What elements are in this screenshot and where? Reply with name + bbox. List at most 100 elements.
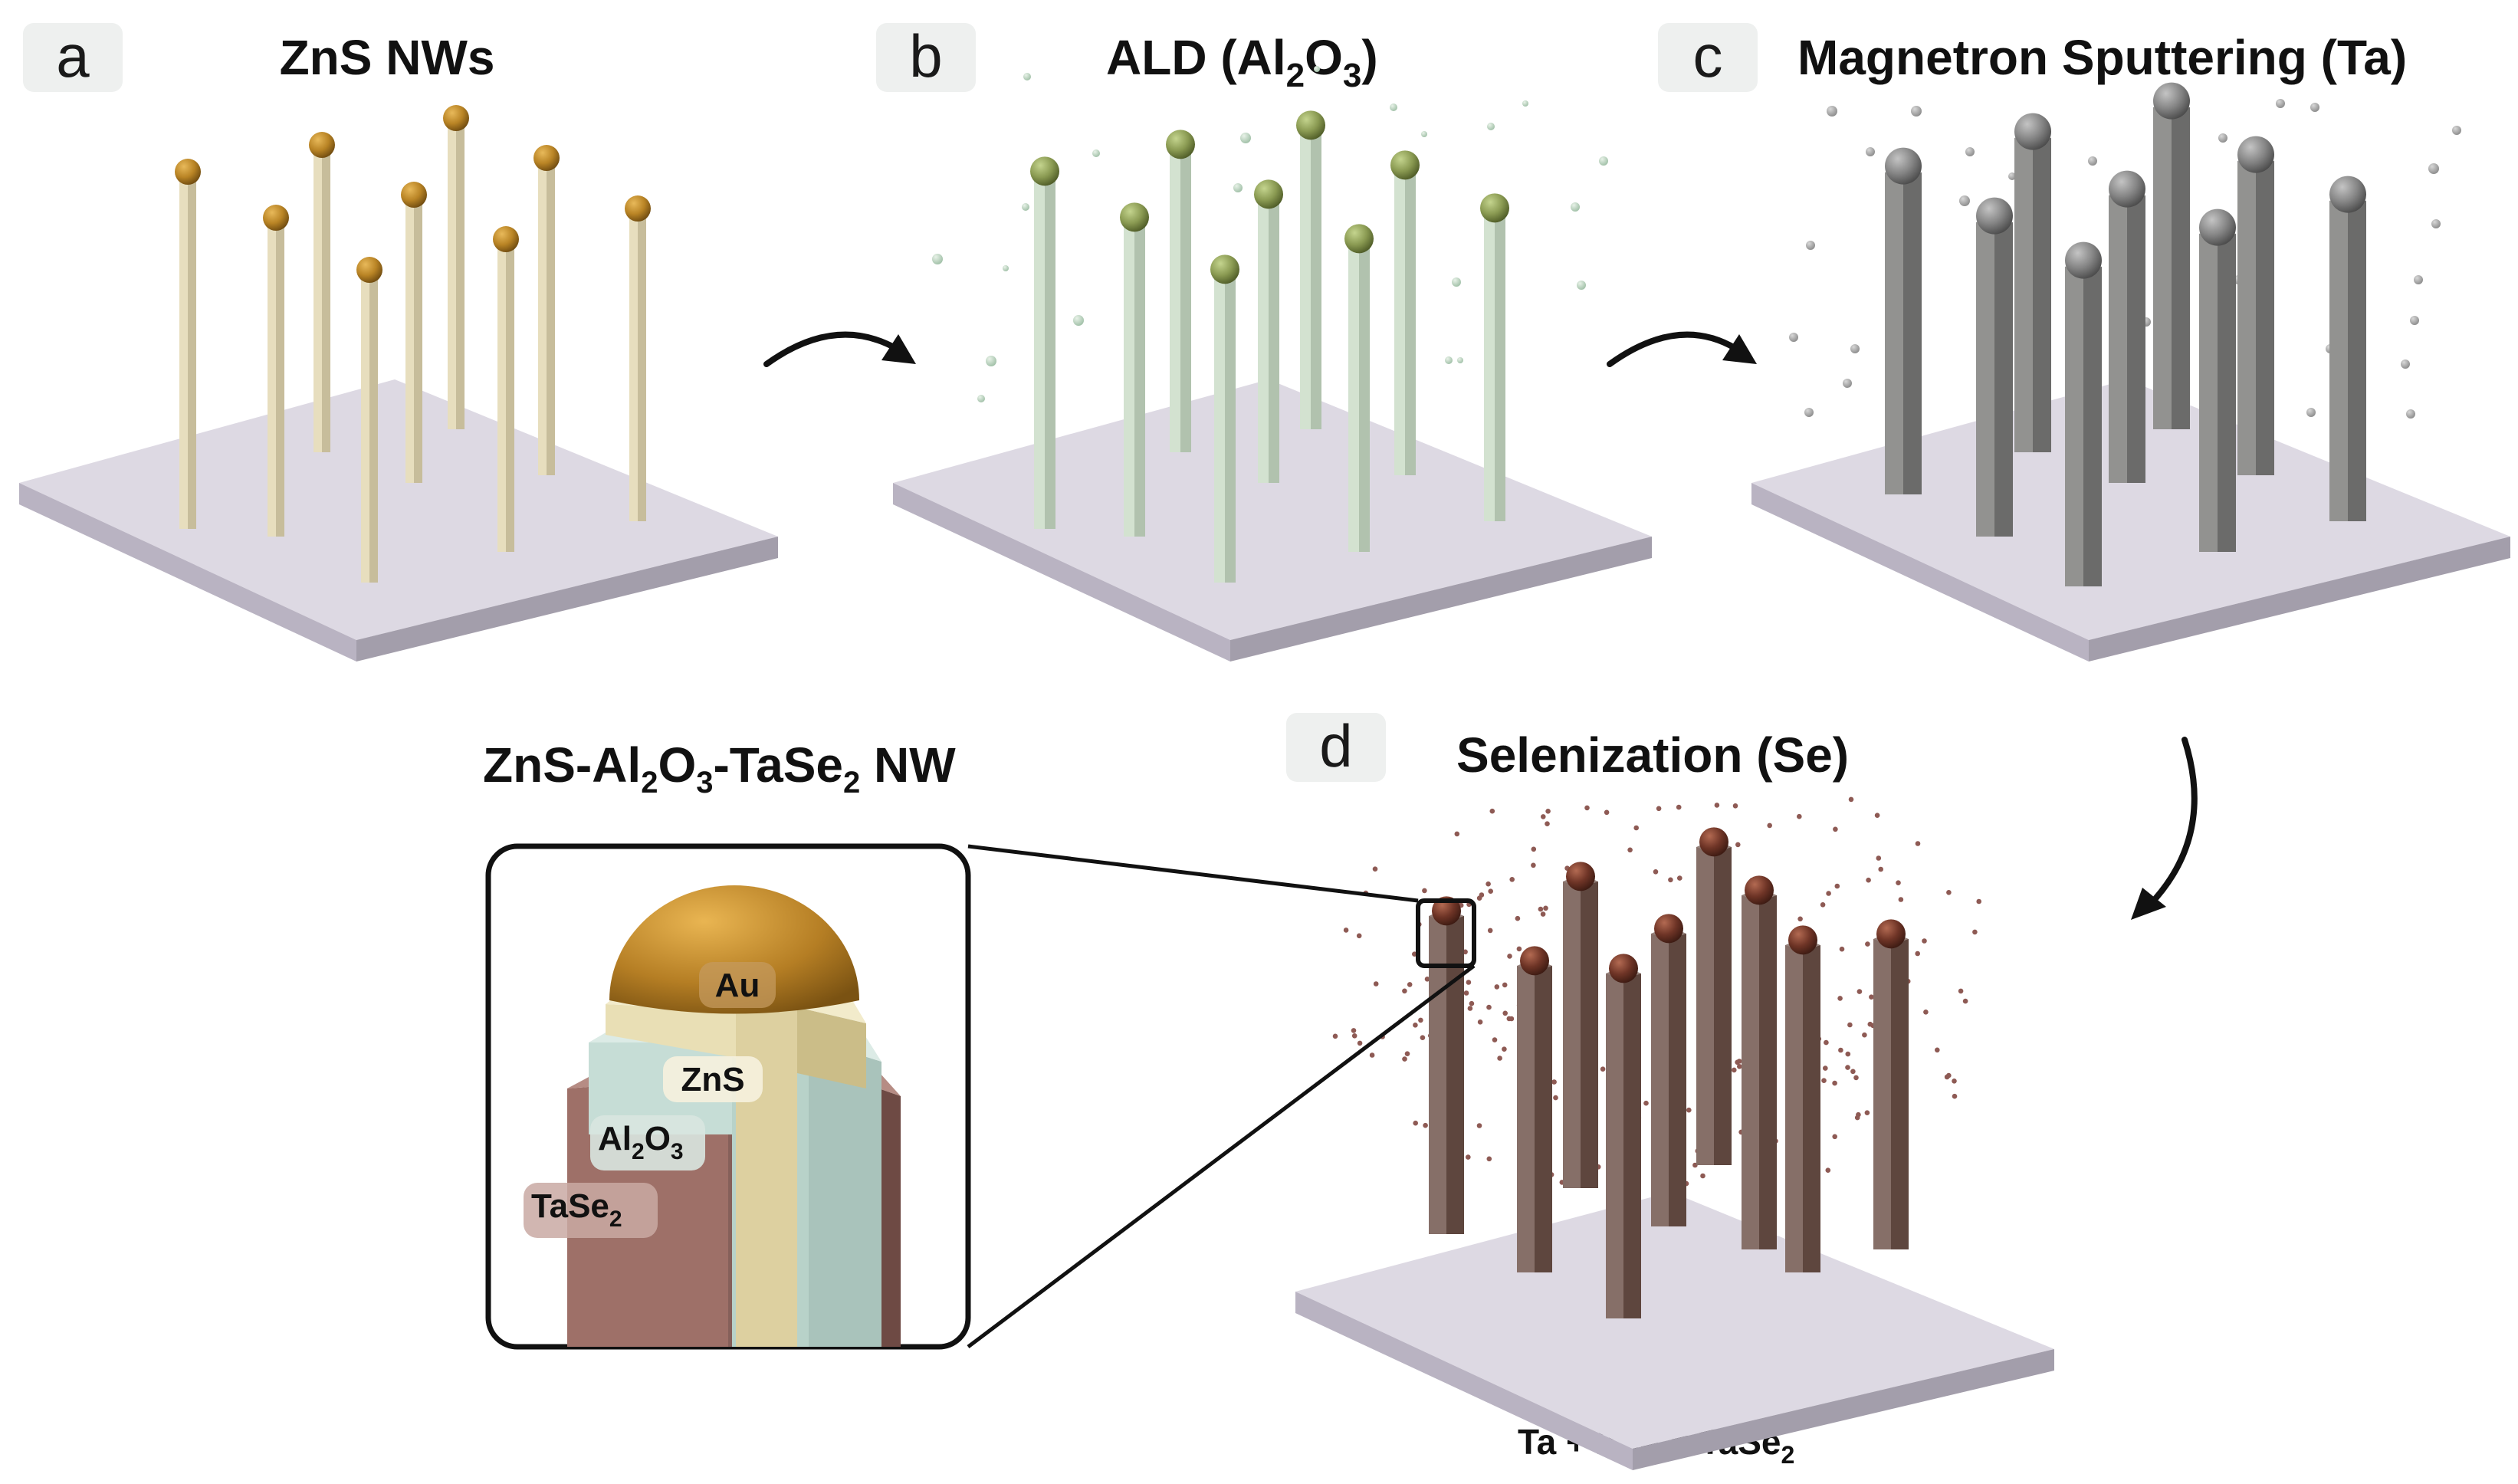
particle [1832,1134,1837,1140]
wire-face-right [456,123,465,429]
particle [1522,100,1528,107]
particle [1486,1156,1492,1162]
wire-cap [1876,919,1906,949]
particle [1845,1065,1850,1070]
ald-nanowire-2 [1120,202,1149,537]
wire-face-left [1394,170,1405,475]
particle [1972,929,1978,935]
wire-cap [175,159,201,186]
particle [1369,1052,1375,1058]
substrate-side-right [2089,537,2510,662]
wire-face-right [1311,130,1321,429]
particle [2218,133,2227,143]
particle [932,254,943,264]
substrate-side-left [19,483,356,662]
particle [1827,106,1837,117]
tase2-nanowire-4 [1696,827,1732,1165]
process-arrows [763,331,2198,920]
particle [2310,103,2319,112]
particle [1571,202,1580,212]
substrate-side-left [893,483,1230,662]
wire-cap [1254,179,1283,209]
wire-face-left [2014,138,2033,452]
substrate-top [19,379,778,640]
panel-a-title: ZnS NWs [280,30,495,85]
particle [1843,379,1852,388]
ald-nanowire-8 [1480,193,1509,521]
particle [1627,847,1633,853]
arrow-b-to-c-head [1722,334,1757,364]
zns-core-left [606,1004,736,1058]
wire-face-right [1446,916,1464,1234]
wire-face-right [1225,274,1236,583]
particle [1538,906,1544,912]
substrate-top [1751,379,2510,640]
wire-face-right [1623,973,1641,1318]
particle [1553,1095,1558,1101]
particle [1343,927,1349,933]
particle [1424,977,1430,982]
substrates [19,379,2510,1470]
particle [1878,866,1883,872]
particle [1797,813,1802,819]
substrate-c [1751,379,2510,662]
particle [1911,106,1922,117]
particle [1797,916,1803,922]
wire-cap [1566,862,1595,891]
panel-a-letter: a [56,22,90,90]
particle [1935,1047,1940,1053]
particle [1853,1075,1859,1081]
ta-nanowire-5 [2065,241,2102,586]
wire-face-left [314,149,322,452]
particle [1545,809,1551,814]
particle [1850,344,1860,353]
tase2-nanowire-8 [1873,919,1909,1249]
particle [1545,821,1550,826]
particle [1838,1047,1843,1053]
wire-cap [1296,110,1325,140]
panel-b-title: ALD (Al2O3) [1106,30,1378,94]
arrow-a-to-b-head [881,334,916,364]
particle [1823,1065,1828,1071]
wire-face-right [276,222,284,537]
label-al2o3: Al2O3 [598,1120,684,1164]
wire-face-right [2083,267,2102,586]
particle [1584,805,1590,811]
particle [1531,862,1536,868]
particle [1487,927,1493,934]
wire-cap [1432,896,1461,926]
particle [2414,275,2423,284]
particle [1832,1080,1837,1086]
zns-nanowire-4 [443,105,469,429]
particle [1509,877,1515,882]
tase2-nanowire-6 [1742,875,1777,1249]
wire-cap [1745,875,1774,905]
particle [1420,1035,1426,1040]
particle [1492,1037,1498,1042]
substrate-a [19,379,778,662]
particle [1915,950,1920,957]
particle [1864,1110,1870,1115]
wire-cap [2199,208,2236,246]
particle [1767,822,1772,829]
wire-face-left [2109,195,2127,483]
particle [1668,877,1673,883]
wire-cap [1520,946,1549,976]
particle [1834,883,1840,889]
label-zns-bg [663,1056,763,1102]
particle [1351,1028,1357,1033]
particle [1732,803,1738,809]
particle [1402,988,1407,994]
wire-cap [401,182,427,208]
inset-magnification: Au ZnS Al2O3 TaSe2 [485,843,1476,1350]
wire-face-right [1903,172,1922,494]
wire-face-left [1563,882,1581,1188]
wire-face-right [1269,199,1279,483]
zns-nanowire-8 [625,195,651,521]
particle [1577,281,1586,290]
wire-face-right [638,213,646,521]
wire-face-left [448,123,456,429]
particle [1407,982,1413,987]
wire-face-left [629,213,638,521]
particle [1821,1078,1827,1083]
